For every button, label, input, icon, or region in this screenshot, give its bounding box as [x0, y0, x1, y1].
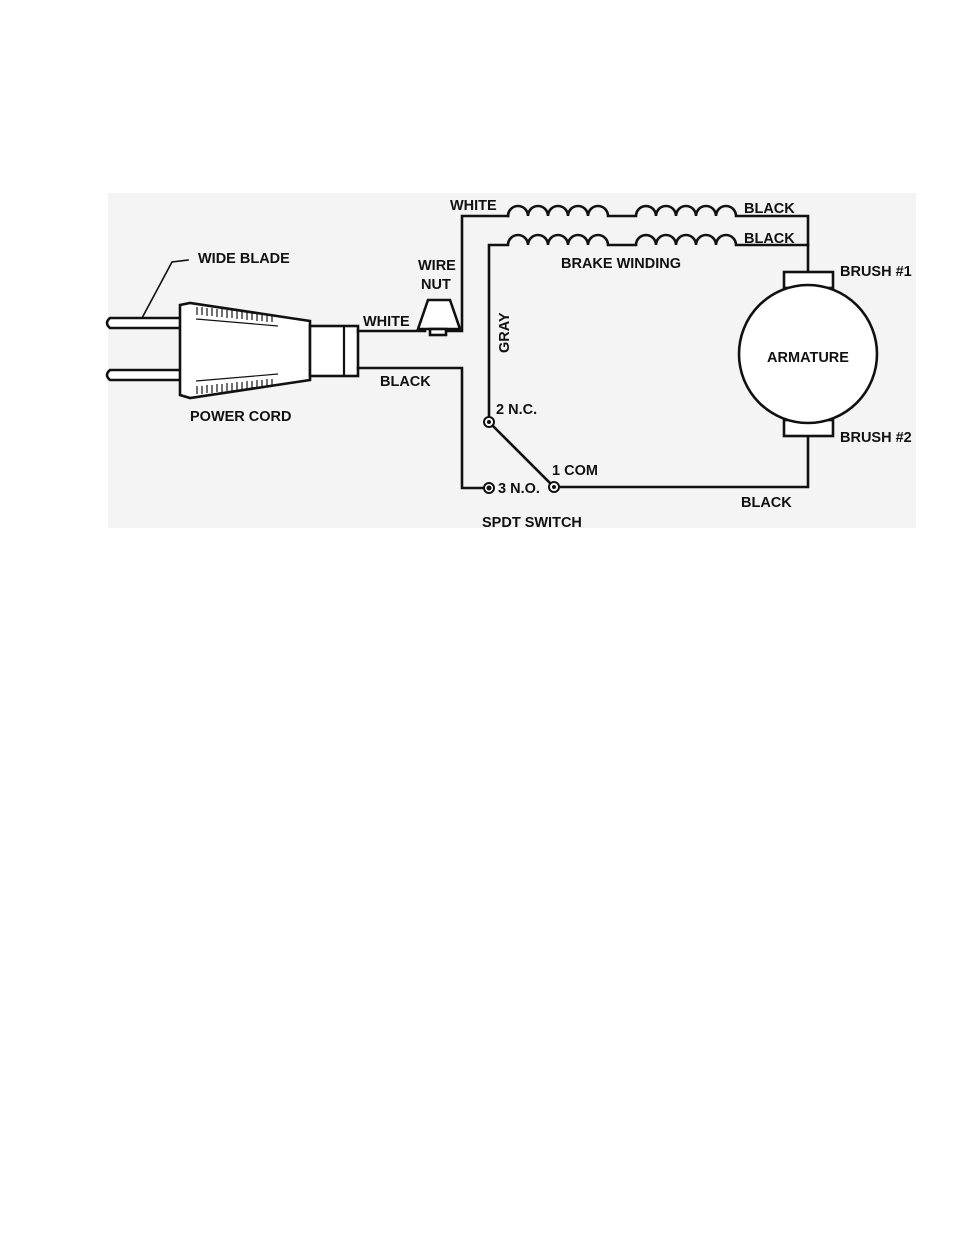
plug-body — [180, 303, 310, 398]
plug-collar — [310, 326, 358, 376]
label-wire-nut-line2: NUT — [421, 277, 451, 293]
plug-prong-top — [107, 318, 182, 328]
label-power-cord: POWER CORD — [190, 409, 292, 425]
label-armature: ARMATURE — [767, 350, 849, 366]
label-terminal-nc: 2 N.C. — [496, 402, 537, 418]
label-gray: GRAY — [497, 312, 513, 353]
label-black-cord: BLACK — [380, 374, 431, 390]
label-brush1: BRUSH #1 — [840, 264, 912, 280]
label-black-top2: BLACK — [744, 231, 795, 247]
label-black-bottom: BLACK — [741, 495, 792, 511]
label-wire-nut-line1: WIRE — [418, 258, 456, 274]
plug-prong-bottom — [107, 370, 182, 380]
label-terminal-com: 1 COM — [552, 463, 598, 479]
label-wide-blade: WIDE BLADE — [198, 251, 290, 267]
label-white-cord: WHITE — [363, 314, 410, 330]
label-brush2: BRUSH #2 — [840, 430, 912, 446]
label-spdt-switch: SPDT SWITCH — [482, 515, 582, 531]
label-black-top1: BLACK — [744, 201, 795, 217]
label-white-top: WHITE — [450, 198, 497, 214]
label-brake-winding: BRAKE WINDING — [561, 256, 681, 272]
label-terminal-no: 3 N.O. — [498, 481, 540, 497]
